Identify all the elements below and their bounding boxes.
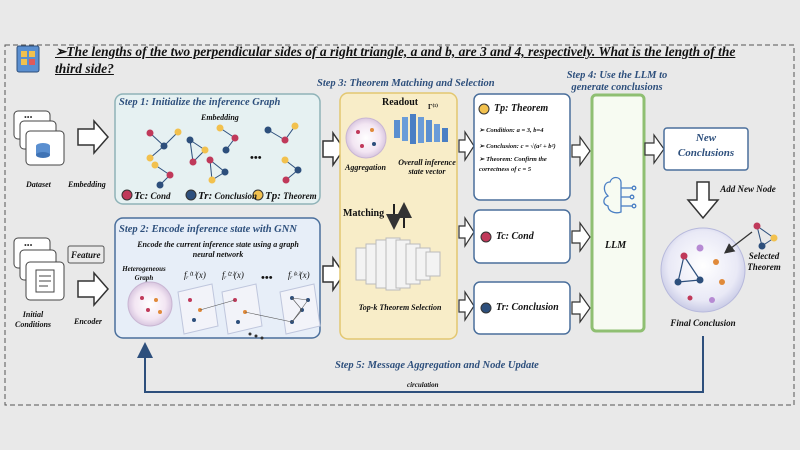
step5-title: Step 5: Message Aggregation and Node Upd… xyxy=(335,360,539,371)
hetero-graph-label: Heterogeneous Graph xyxy=(122,265,166,282)
arrow-to-cond xyxy=(458,215,475,249)
embedding-arrow-label: Embedding xyxy=(68,180,106,189)
circulation-label: circulation xyxy=(407,381,439,389)
arrow-step2-step3 xyxy=(322,255,345,293)
arrow-dataset xyxy=(77,119,109,155)
fk-label: fᵣ⁽ᵏ⁾(x) xyxy=(288,270,310,280)
final-graph xyxy=(677,255,701,283)
conditions-icon: ••• xyxy=(13,237,65,301)
step2-title: Step 2: Encode inference state with GNN xyxy=(119,224,297,235)
final-conclusion-label: Final Conclusion xyxy=(670,318,736,328)
outer-frame xyxy=(4,44,795,406)
arrow-conclusion-llm xyxy=(571,292,591,324)
arrow-step1-step3 xyxy=(322,130,345,168)
step1-embedding-label: Embedding xyxy=(201,113,239,122)
legend-theorem: Tp: Theorem xyxy=(265,190,317,202)
topk-blocks xyxy=(355,237,441,291)
tr-conclusion-title: Tr: Conclusion xyxy=(496,302,559,313)
selected-theorem-arrow xyxy=(723,231,753,254)
legend-cond-dot xyxy=(121,189,133,201)
step1-title: Step 1: Initialize the inference Graph xyxy=(119,97,281,108)
overall-vector-label: Overall inference state vector xyxy=(398,158,456,176)
f1-label: fᵣ⁽¹⁾(x) xyxy=(184,270,206,280)
step2-ellipsis: ••• xyxy=(261,272,273,284)
clipboard-icon xyxy=(16,45,40,73)
circulation-loop xyxy=(137,336,704,393)
readout-label: Readout xyxy=(382,97,419,108)
step4-title: Step 4: Use the LLM to generate conclusi… xyxy=(566,70,668,93)
encoder-label: Encoder xyxy=(74,317,102,326)
add-new-node-label: Add New Node xyxy=(720,184,776,194)
f2-label: fᵣ⁽²⁾(x) xyxy=(222,270,244,280)
question-text: ➢The lengths of the two perpendicular si… xyxy=(55,44,736,76)
step1-ellipsis: ••• xyxy=(250,152,262,164)
legend-conc-dot xyxy=(185,189,197,201)
hetero-sphere xyxy=(127,281,173,327)
theorem-condition: ➢ Condition: a = 3, b=4 xyxy=(479,127,544,134)
tp-theorem-title: Tp: Theorem xyxy=(494,103,549,114)
svg-text:•••: ••• xyxy=(24,241,33,250)
theorem-conclusion: ➢ Conclusion: c = √(a² + b²) xyxy=(479,143,556,150)
cond-box xyxy=(473,209,571,264)
gamma-label: Γ⁽¹⁾ xyxy=(428,103,438,111)
arrow-cond-llm xyxy=(571,221,591,253)
legend-conclusion: Tr: Conclusion xyxy=(198,190,258,202)
aggregation-sphere xyxy=(345,117,387,159)
feature-label: Feature xyxy=(71,250,101,260)
brain-icon xyxy=(603,176,637,214)
theorem-statement: ➢ Theorem: Confirm the correctness of c … xyxy=(479,156,547,173)
arrow-llm-new xyxy=(644,133,665,165)
legend-cond: Tc: Cond xyxy=(134,190,171,202)
step2-subtitle: Encode the current inference state using… xyxy=(137,240,299,259)
step3-title: Step 3: Theorem Matching and Selection xyxy=(317,78,495,89)
llm-label: LLM xyxy=(605,240,627,251)
initial-conditions-label: Initial Conditions xyxy=(14,310,51,329)
arrow-to-theorem xyxy=(458,129,475,163)
tc-cond-title: Tc: Cond xyxy=(496,231,534,242)
topk-label: Top-k Theorem Selection xyxy=(358,303,442,312)
state-vector-bars xyxy=(394,114,448,144)
arrow-conditions xyxy=(77,271,109,307)
aggregation-label: Aggregation xyxy=(345,163,386,172)
step1-nodes xyxy=(146,122,302,189)
new-conclusions-label: New Conclusions xyxy=(677,132,735,159)
feature-box xyxy=(67,245,105,264)
matching-label: Matching xyxy=(343,208,385,219)
conclusion-box xyxy=(473,281,571,335)
arrow-theorem-llm xyxy=(571,135,591,167)
step1-box xyxy=(114,93,321,205)
arrow-add-node xyxy=(686,181,720,220)
svg-text:•••: ••• xyxy=(24,113,33,122)
legend-thm-dot xyxy=(252,189,264,201)
gnn-layers xyxy=(177,283,321,340)
dataset-icon: ••• xyxy=(13,110,65,166)
final-sphere xyxy=(660,227,746,313)
new-conclusions-box xyxy=(663,127,749,171)
arrow-to-conclusion xyxy=(458,289,475,323)
dataset-label: Dataset xyxy=(26,180,51,189)
theorem-box xyxy=(473,93,571,201)
selected-theorem-label: Selected Theorem xyxy=(747,251,781,272)
